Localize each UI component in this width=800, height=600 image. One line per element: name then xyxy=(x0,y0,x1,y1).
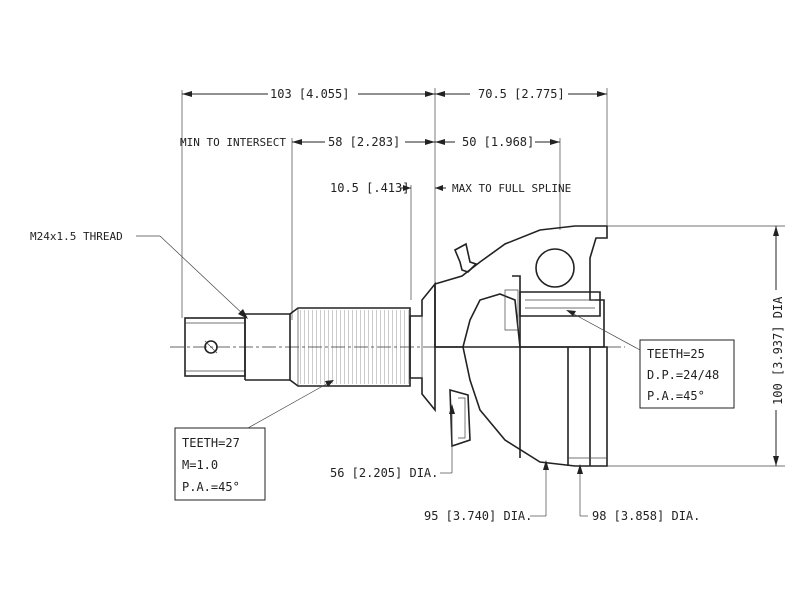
inner-module: M=1.0 xyxy=(182,458,218,472)
extension-lines xyxy=(181,88,785,467)
dia-56-callout: 56 [2.205] DIA. xyxy=(330,404,455,480)
joint-housing xyxy=(434,225,608,467)
dia-95-callout: 95 [3.740] DIA. xyxy=(424,460,549,523)
splined-shaft xyxy=(289,307,411,387)
ball-cage xyxy=(504,248,601,347)
outer-diametral-pitch: D.P.=24/48 xyxy=(647,368,719,382)
dim-full-spline-label: MAX TO FULL SPLINE xyxy=(452,182,571,195)
spec-box-inner: TEETH=27 M=1.0 P.A.=45° xyxy=(174,380,334,501)
dim-outer-dia: 100 [3.937] DIA xyxy=(771,296,785,405)
outer-teeth: TEETH=25 xyxy=(647,347,705,361)
dimension-intersect: MIN TO INTERSECT 58 [2.283] 50 [1.968] xyxy=(180,135,560,149)
threaded-stub xyxy=(184,313,290,381)
dimension-outer-dia: 100 [3.937] DIA xyxy=(771,226,785,466)
dim-overall-right: 70.5 [2.775] xyxy=(478,87,565,101)
dim-min-intersect-value: 58 [2.283] xyxy=(328,135,400,149)
inner-pressure-angle: P.A.=45° xyxy=(182,480,240,494)
dim-min-intersect-label: MIN TO INTERSECT xyxy=(180,136,286,149)
dim-full-spline-value: 10.5 [.413] xyxy=(330,181,409,195)
shaft-neck xyxy=(409,281,436,413)
spec-box-outer: TEETH=25 D.P.=24/48 P.A.=45° xyxy=(566,310,735,409)
dimension-full-spline: 10.5 [.413] MAX TO FULL SPLINE xyxy=(330,181,571,195)
outer-pressure-angle: P.A.=45° xyxy=(647,389,705,403)
inner-teeth: TEETH=27 xyxy=(182,436,240,450)
dia-98-callout: 98 [3.858] DIA. xyxy=(577,464,700,523)
dim-overall-left: 103 [4.055] xyxy=(270,87,349,101)
thread-callout: M24x1.5 THREAD xyxy=(30,230,248,319)
dim-dia-95: 95 [3.740] DIA. xyxy=(424,509,532,523)
dim-dia-98: 98 [3.858] DIA. xyxy=(592,509,700,523)
dim-spline-length: 50 [1.968] xyxy=(462,135,534,149)
dim-dia-56: 56 [2.205] DIA. xyxy=(330,466,438,480)
dimension-overall: 103 [4.055] 70.5 [2.775] xyxy=(182,87,607,101)
thread-label: M24x1.5 THREAD xyxy=(30,230,123,243)
